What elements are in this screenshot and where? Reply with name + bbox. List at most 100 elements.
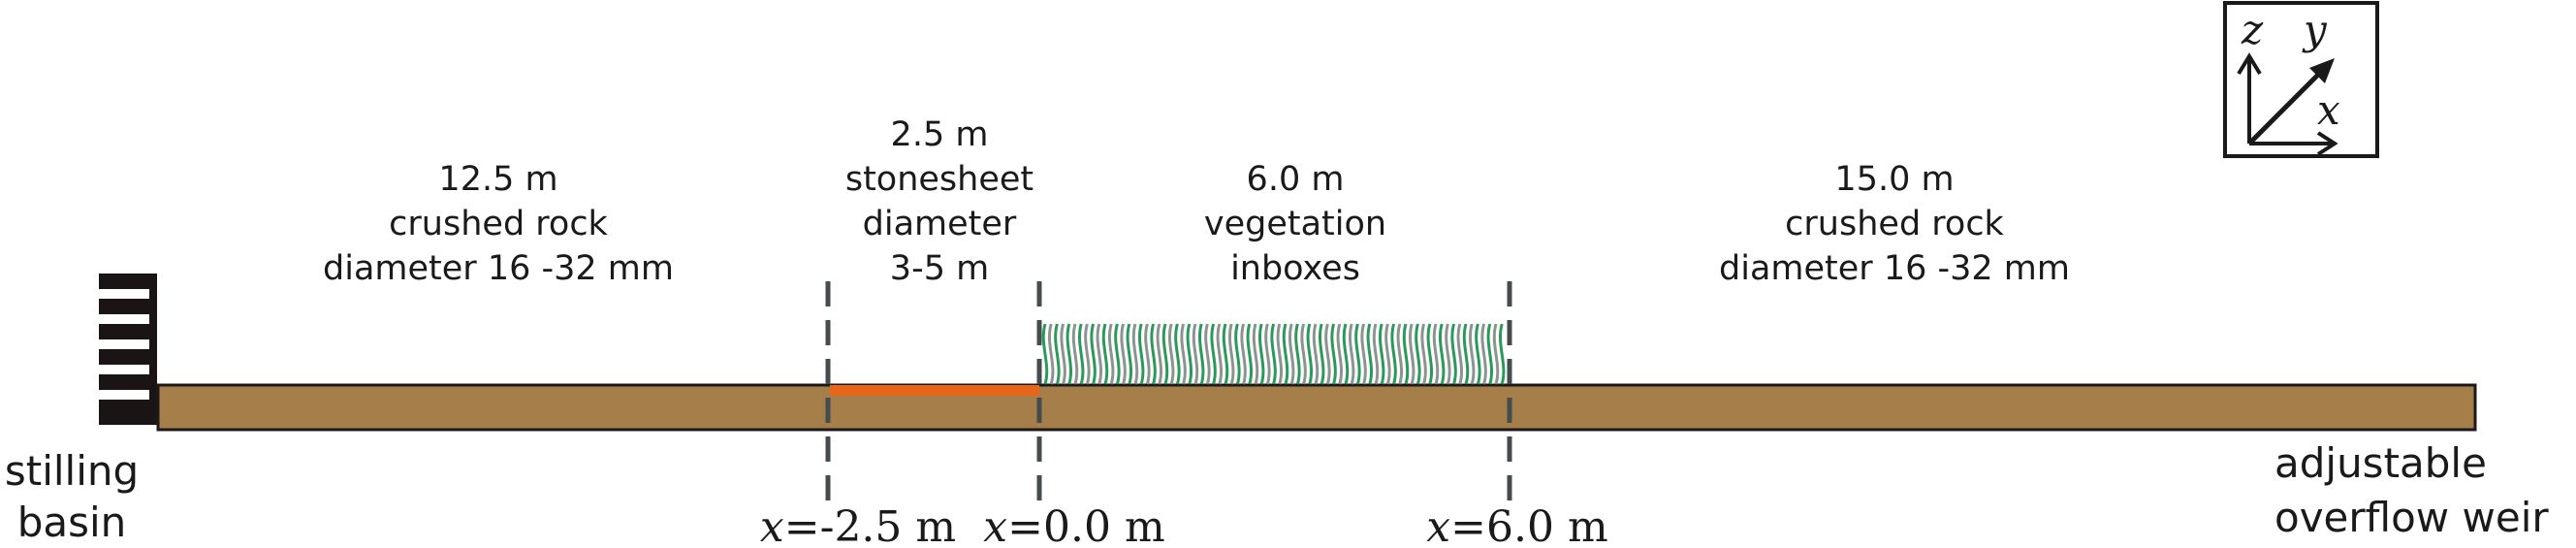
- vegetation-stem: [1114, 323, 1121, 385]
- axis-label-x: x: [2317, 86, 2340, 134]
- vegetation-stem: [1330, 323, 1337, 385]
- vegetation-stem: [1204, 323, 1211, 385]
- vegetation-stem: [1240, 323, 1247, 385]
- vegetation-stem: [1041, 323, 1049, 385]
- vegetation-stem: [1390, 323, 1397, 385]
- svg-text:crushed rock: crushed rock: [1785, 205, 2004, 243]
- svg-text:stonesheet: stonesheet: [845, 160, 1034, 199]
- vegetation-stem: [1462, 323, 1470, 385]
- vegetation-stem: [1372, 323, 1380, 385]
- svg-text:basin: basin: [17, 499, 127, 546]
- vegetation-stem: [1101, 323, 1109, 385]
- vegetation-stem: [1348, 323, 1355, 385]
- svg-text:diameter 16 -32 mm: diameter 16 -32 mm: [1719, 249, 2070, 288]
- label-overflow-weir: adjustable overflow weir: [2274, 439, 2549, 541]
- vegetation-stem: [1415, 323, 1421, 385]
- vegetation-stem: [1197, 323, 1205, 385]
- section-label-vegetation: 6.0 m vegetation inboxes: [1204, 160, 1386, 288]
- vegetation-stem: [1210, 323, 1217, 385]
- vegetation-stem: [1480, 323, 1487, 385]
- vegetation-stem: [1402, 323, 1410, 385]
- vegetation-stem: [1270, 323, 1277, 385]
- section-label-crushed-rock-upstream: 12.5 m crushed rock diameter 16 -32 mm: [323, 160, 674, 288]
- vegetation-boxes: [1041, 323, 1506, 385]
- vegetation-stem: [1288, 323, 1295, 385]
- vegetation-stem: [1438, 323, 1446, 385]
- vegetation-stem: [1234, 323, 1241, 385]
- vegetation-stem: [1384, 323, 1391, 385]
- vegetation-stem: [1107, 323, 1115, 385]
- svg-text:6.0 m: 6.0 m: [1247, 160, 1345, 199]
- svg-text:2.5 m: 2.5 m: [891, 115, 989, 154]
- axis-label-z: z: [2241, 6, 2264, 53]
- vegetation-stem: [1294, 323, 1301, 385]
- vegetation-stem: [1167, 323, 1175, 385]
- vegetation-stem: [1475, 323, 1481, 385]
- vegetation-stem: [1180, 323, 1187, 385]
- vegetation-stem: [1047, 323, 1055, 385]
- vegetation-stem: [1257, 323, 1265, 385]
- vegetation-stem: [1432, 323, 1440, 385]
- vegetation-stem: [1161, 323, 1169, 385]
- svg-text:crushed rock: crushed rock: [389, 205, 608, 243]
- vegetation-stem: [1306, 323, 1314, 385]
- vegetation-stem: [1227, 323, 1235, 385]
- marker-label-6-0: x=6.0 m: [1426, 502, 1607, 548]
- vegetation-stem: [1264, 323, 1271, 385]
- marker-label-0-0: x=0.0 m: [983, 502, 1164, 548]
- vegetation-stem: [1150, 323, 1157, 385]
- vegetation-stem: [1096, 323, 1103, 385]
- vegetation-stem: [1192, 323, 1199, 385]
- channel-bed: [156, 383, 2477, 432]
- vegetation-stem: [1054, 323, 1061, 385]
- svg-text:inboxes: inboxes: [1230, 249, 1360, 288]
- stonesheet-strip: [830, 385, 1039, 396]
- svg-text:vegetation: vegetation: [1204, 205, 1386, 243]
- vegetation-stem: [1300, 323, 1307, 385]
- svg-text:3-5 m: 3-5 m: [890, 249, 989, 288]
- vegetation-stem: [1450, 323, 1457, 385]
- vegetation-stem: [1486, 323, 1494, 385]
- vegetation-stem: [1276, 323, 1284, 385]
- svg-text:stilling: stilling: [5, 447, 139, 495]
- stilling-basin-icon: [99, 274, 157, 425]
- vegetation-stem: [1252, 323, 1259, 385]
- vegetation-stem: [1137, 323, 1145, 385]
- vegetation-stem: [1282, 323, 1289, 385]
- marker-label-minus-2-5: x=-2.5 m: [760, 502, 956, 548]
- section-label-stonesheet: 2.5 m stonesheet diameter 3-5 m: [845, 115, 1034, 288]
- vegetation-stem: [1186, 323, 1193, 385]
- coordinate-axes-legend: z y x: [2223, 1, 2379, 158]
- svg-text:adjustable: adjustable: [2274, 439, 2487, 487]
- vegetation-stem: [1396, 323, 1404, 385]
- vegetation-stem: [1324, 323, 1331, 385]
- section-label-crushed-rock-downstream: 15.0 m crushed rock diameter 16 -32 mm: [1719, 160, 2070, 288]
- vegetation-stem: [1246, 323, 1254, 385]
- vegetation-stem: [1156, 323, 1163, 385]
- axis-label-y: y: [2302, 6, 2328, 53]
- vegetation-stem: [1342, 323, 1350, 385]
- svg-text:15.0 m: 15.0 m: [1834, 160, 1954, 199]
- svg-text:12.5 m: 12.5 m: [438, 160, 557, 199]
- vegetation-stem: [1318, 323, 1325, 385]
- vegetation-stem: [1060, 323, 1066, 385]
- vegetation-stem: [1174, 323, 1181, 385]
- svg-text:overflow weir: overflow weir: [2274, 494, 2549, 541]
- vegetation-stem: [1120, 323, 1127, 385]
- vegetation-stem: [1426, 323, 1434, 385]
- label-stilling-basin: stilling basin: [5, 447, 139, 546]
- svg-text:diameter: diameter: [863, 205, 1017, 243]
- vegetation-stem: [1065, 323, 1073, 385]
- vegetation-stem: [1336, 323, 1344, 385]
- vegetation-stem: [1492, 323, 1500, 385]
- vegetation-stem: [1360, 323, 1367, 385]
- vegetation-stem: [1084, 323, 1091, 385]
- vegetation-stem: [1216, 323, 1224, 385]
- vegetation-stem: [1468, 323, 1476, 385]
- vegetation-stem: [1312, 323, 1320, 385]
- vegetation-stem: [1071, 323, 1079, 385]
- vegetation-stem: [1222, 323, 1229, 385]
- vegetation-stem: [1131, 323, 1139, 385]
- svg-text:diameter 16 -32 mm: diameter 16 -32 mm: [323, 249, 674, 288]
